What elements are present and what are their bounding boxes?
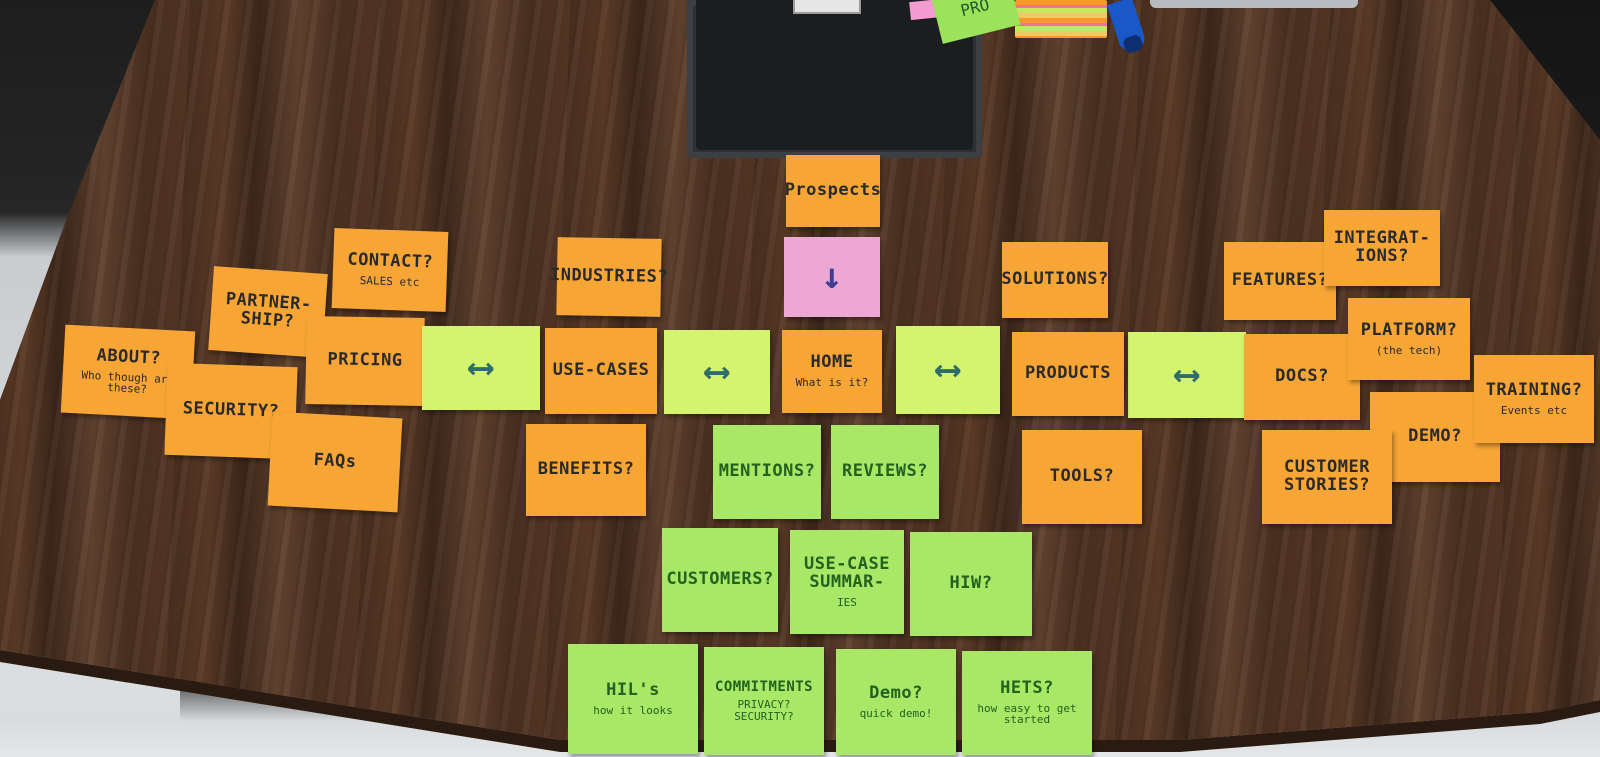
- note-use-case-summaries-sub: IES: [837, 595, 857, 609]
- note-reviews: REVIEWS?: [831, 425, 939, 519]
- note-hil-main: HIL's: [606, 679, 660, 700]
- double-arrow-icon: ⟷: [1175, 354, 1199, 396]
- double-arrow-icon: ⟷: [705, 351, 729, 393]
- note-training-sub: Events etc: [1500, 403, 1568, 417]
- note-partnership-main: PARTNER-SHIP?: [225, 289, 313, 332]
- note-home-sub: What is it?: [795, 376, 869, 390]
- note-hets: HETS? how easy to get started: [962, 651, 1092, 755]
- down-arrow-icon: ↓: [820, 256, 844, 298]
- note-faqs-main: FAQs: [313, 449, 358, 473]
- note-tools-main: TOOLS?: [1049, 466, 1115, 487]
- note-products-main: PRODUCTS: [1025, 363, 1111, 384]
- note-reviews-main: REVIEWS?: [842, 461, 928, 482]
- note-hets-main: HETS?: [1000, 678, 1054, 699]
- note-security-main: SECURITY?: [182, 398, 280, 422]
- note-use-cases: USE-CASES: [545, 328, 657, 414]
- note-hiw-main: HIW?: [949, 573, 993, 594]
- note-mentions-main: MENTIONS?: [718, 461, 816, 482]
- note-home: HOME What is it?: [782, 330, 882, 413]
- note-commitments: COMMITMENTS PRIVACY? SECURITY?: [704, 647, 824, 755]
- laptop: [687, 0, 982, 158]
- note-customer-stories-main: CUSTOMER STORIES?: [1284, 457, 1370, 495]
- double-arrow-icon: ⟷: [936, 349, 960, 391]
- second-laptop: [1150, 0, 1358, 8]
- note-arrow-3: ⟷: [896, 326, 1000, 414]
- note-industries-main: INDUSTRIES?: [549, 265, 669, 288]
- note-hil-sub: how it looks: [593, 703, 673, 717]
- note-demo-bottom-sub: quick demo!: [859, 706, 933, 720]
- sticky-note-stack: [1015, 0, 1107, 38]
- note-pricing-main: PRICING: [327, 349, 403, 371]
- note-about-main: ABOUT?: [96, 345, 162, 369]
- note-integrations-main: INTEGRAT-IONS?: [1333, 228, 1431, 266]
- note-use-case-summaries: USE-CASE SUMMAR- IES: [790, 530, 904, 634]
- note-prospects: Prospects: [784, 155, 882, 227]
- note-commitments-sub: PRIVACY? SECURITY?: [734, 698, 794, 723]
- note-solutions-main: SOLUTIONS?: [1001, 269, 1109, 290]
- note-faqs: FAQs: [267, 411, 403, 513]
- note-training: TRAINING? Events etc: [1474, 355, 1594, 443]
- note-home-main: HOME: [810, 352, 854, 373]
- note-demo-right-main: DEMO?: [1408, 426, 1462, 447]
- note-contact-sub: SALES etc: [359, 273, 420, 289]
- note-tools: TOOLS?: [1022, 430, 1142, 524]
- small-device: [793, 0, 861, 14]
- note-mentions: MENTIONS?: [713, 425, 821, 519]
- note-platform: PLATFORM? (the tech): [1348, 298, 1470, 380]
- note-arrow-2: ⟷: [664, 330, 770, 414]
- note-prospects-main: Prospects: [784, 180, 882, 201]
- note-customers-main: CUSTOMERS?: [666, 569, 774, 590]
- note-hiw: HIW?: [910, 532, 1032, 636]
- note-demo-bottom: Demo? quick demo!: [836, 649, 956, 755]
- note-benefits: BENEFITS?: [526, 424, 646, 516]
- note-industries: INDUSTRIES?: [550, 237, 668, 317]
- note-use-cases-main: USE-CASES: [552, 360, 650, 381]
- note-customers: CUSTOMERS?: [662, 528, 778, 632]
- note-integrations: INTEGRAT-IONS?: [1324, 210, 1440, 286]
- note-docs-main: DOCS?: [1275, 366, 1329, 387]
- note-down-arrow: ↓: [784, 237, 880, 317]
- laptop-screen: [696, 0, 973, 150]
- note-docs: DOCS?: [1244, 334, 1360, 420]
- note-use-case-summaries-main: USE-CASE SUMMAR-: [804, 553, 890, 592]
- note-pricing: PRICING: [305, 315, 425, 407]
- note-contact-main: CONTACT?: [347, 249, 434, 273]
- note-arrow-4: ⟷: [1128, 332, 1246, 418]
- note-hets-sub: how easy to get started: [977, 701, 1077, 727]
- note-training-main: TRAINING?: [1485, 379, 1583, 400]
- note-demo-bottom-main: Demo?: [869, 682, 923, 703]
- note-platform-main: PLATFORM?: [1360, 319, 1458, 340]
- note-arrow-1: ⟷: [422, 326, 540, 410]
- note-hil: HIL's how it looks: [568, 644, 698, 754]
- note-features: FEATURES?: [1224, 242, 1336, 320]
- note-features-main: FEATURES?: [1231, 270, 1329, 291]
- note-customer-stories: CUSTOMER STORIES?: [1262, 430, 1392, 524]
- note-contact: CONTACT? SALES etc: [331, 228, 449, 312]
- double-arrow-icon: ⟷: [469, 347, 493, 389]
- note-benefits-main: BENEFITS?: [537, 459, 635, 480]
- note-products: PRODUCTS: [1012, 332, 1124, 416]
- note-solutions: SOLUTIONS?: [1001, 242, 1109, 318]
- note-commitments-main: COMMITMENTS: [714, 678, 814, 695]
- note-platform-sub: (the tech): [1375, 343, 1443, 357]
